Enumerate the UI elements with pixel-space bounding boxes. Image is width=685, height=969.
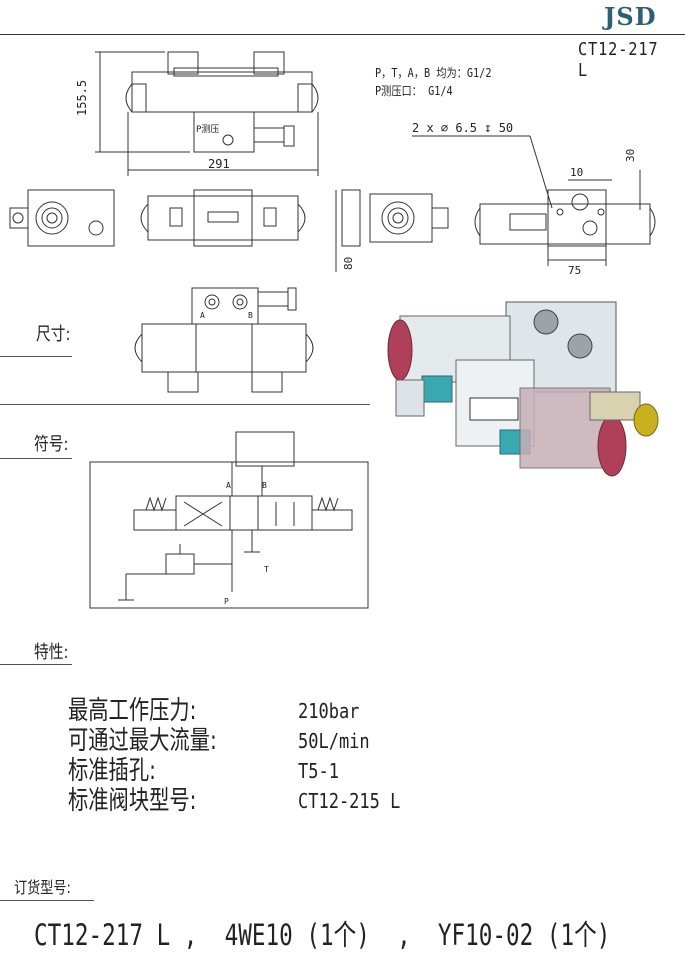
spec-value: 210bar xyxy=(298,699,360,723)
spec-label: 标准插孔: xyxy=(68,756,156,786)
section-divider xyxy=(0,404,370,405)
spec-value: 50L/min xyxy=(298,729,370,753)
spec-label: 最高工作压力: xyxy=(68,696,197,726)
section-underline xyxy=(0,664,72,665)
valve-front-view xyxy=(147,195,299,241)
header-rule xyxy=(0,34,685,35)
label-p-gauge: P测压 xyxy=(196,124,219,135)
valve-body-top-view xyxy=(131,71,313,113)
plan-label-b: B xyxy=(248,311,253,320)
spec-label: 可通过最大流量: xyxy=(68,726,217,756)
section-underline xyxy=(0,458,72,459)
brand-logo: JSD xyxy=(604,2,657,31)
section-order: 订货型号: xyxy=(14,878,71,897)
model-code: CT12-217 L xyxy=(578,39,659,81)
technical-drawing: 155.5 291 P测压 2 x ∅ 6.5 ↧ 50 10 30 75 80… xyxy=(9,51,659,609)
symbol-label-t: T xyxy=(264,565,269,574)
end-view-left xyxy=(27,189,115,247)
plan-label-a: A xyxy=(200,311,205,320)
spec-value: CT12-215 L xyxy=(298,789,401,813)
valve-plan-view xyxy=(141,323,307,373)
dim-height: 155.5 xyxy=(75,80,89,116)
dim-30: 30 xyxy=(624,149,637,162)
spec-label: 标准阀块型号: xyxy=(68,786,197,816)
valve-3d-render xyxy=(387,301,659,477)
dim-length: 291 xyxy=(208,157,230,171)
dim-10: 10 xyxy=(570,166,583,179)
dim-75: 75 xyxy=(568,264,581,277)
section-dimensions: 尺寸: xyxy=(36,324,71,345)
dim-80: 80 xyxy=(342,257,355,270)
symbol-label-b: B xyxy=(262,481,267,490)
hydraulic-symbol xyxy=(89,431,369,609)
symbol-label-p: P xyxy=(224,597,229,606)
section-features: 特性: xyxy=(34,642,69,663)
side-view xyxy=(341,189,361,247)
section-underline xyxy=(0,356,72,357)
dim-holes: 2 x ∅ 6.5 ↧ 50 xyxy=(412,121,513,135)
section-underline xyxy=(0,900,94,901)
symbol-label-a: A xyxy=(226,481,231,490)
order-line: CT12-217 L , 4WE10 (1个) , YF10-02 (1个) xyxy=(34,918,611,952)
spec-value: T5-1 xyxy=(298,759,339,783)
block-detail-view xyxy=(479,203,651,245)
section-symbol: 符号: xyxy=(34,434,69,455)
port-note-2: P测压口： G1/4 xyxy=(375,84,453,98)
port-note-1: P，T，A，B 均为：G1/2 xyxy=(375,66,492,80)
